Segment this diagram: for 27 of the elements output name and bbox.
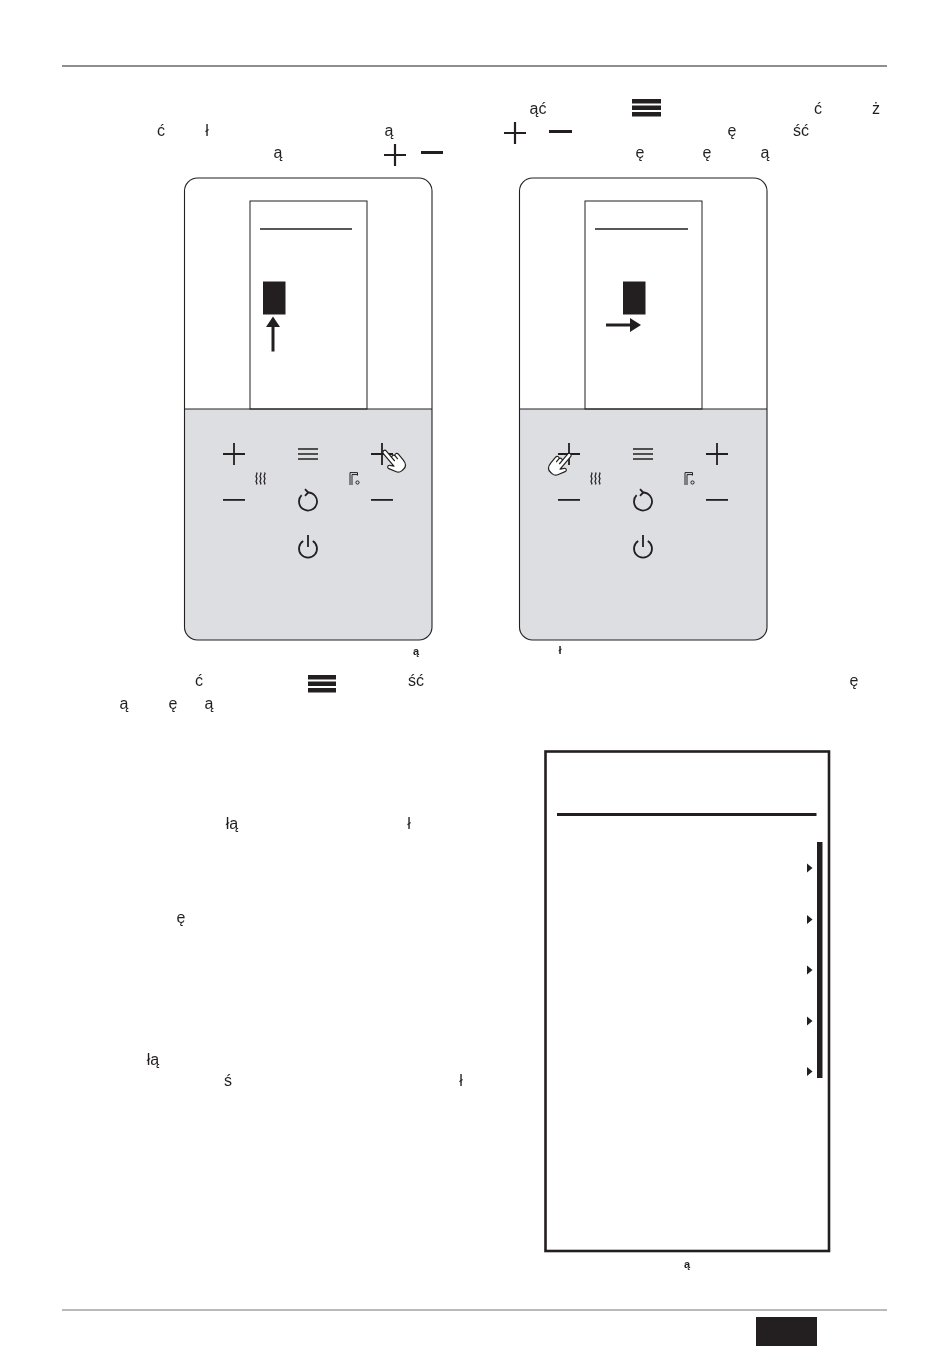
body-text: ą: [760, 145, 770, 161]
figure-caption: ą: [683, 1258, 691, 1270]
body-text: łą: [225, 816, 239, 832]
body-text: ą: [273, 145, 283, 161]
body-text: ć: [195, 673, 203, 689]
body-text: ę: [849, 673, 859, 689]
body-text: ą: [119, 696, 129, 712]
figure-caption: ą: [412, 645, 420, 657]
body-text: ę: [702, 145, 712, 161]
body-text: ą: [204, 696, 214, 712]
body-text: ę: [635, 145, 645, 161]
body-text: ł: [407, 816, 411, 832]
body-text: ć: [814, 101, 822, 117]
body-text: ąć: [529, 101, 547, 117]
body-text: ł: [205, 123, 209, 139]
body-text: ść: [408, 673, 424, 689]
body-text: ę: [176, 910, 186, 926]
body-text: ę: [727, 123, 737, 139]
body-text: ż: [872, 101, 880, 117]
body-text: łą: [146, 1052, 160, 1068]
body-text: ść: [793, 123, 809, 139]
body-text: ć: [157, 123, 165, 139]
figure-caption: ł: [558, 644, 562, 656]
body-text: ę: [168, 696, 178, 712]
body-text: ą: [384, 123, 394, 139]
body-text: ś: [224, 1073, 232, 1089]
body-text: ł: [459, 1073, 463, 1089]
